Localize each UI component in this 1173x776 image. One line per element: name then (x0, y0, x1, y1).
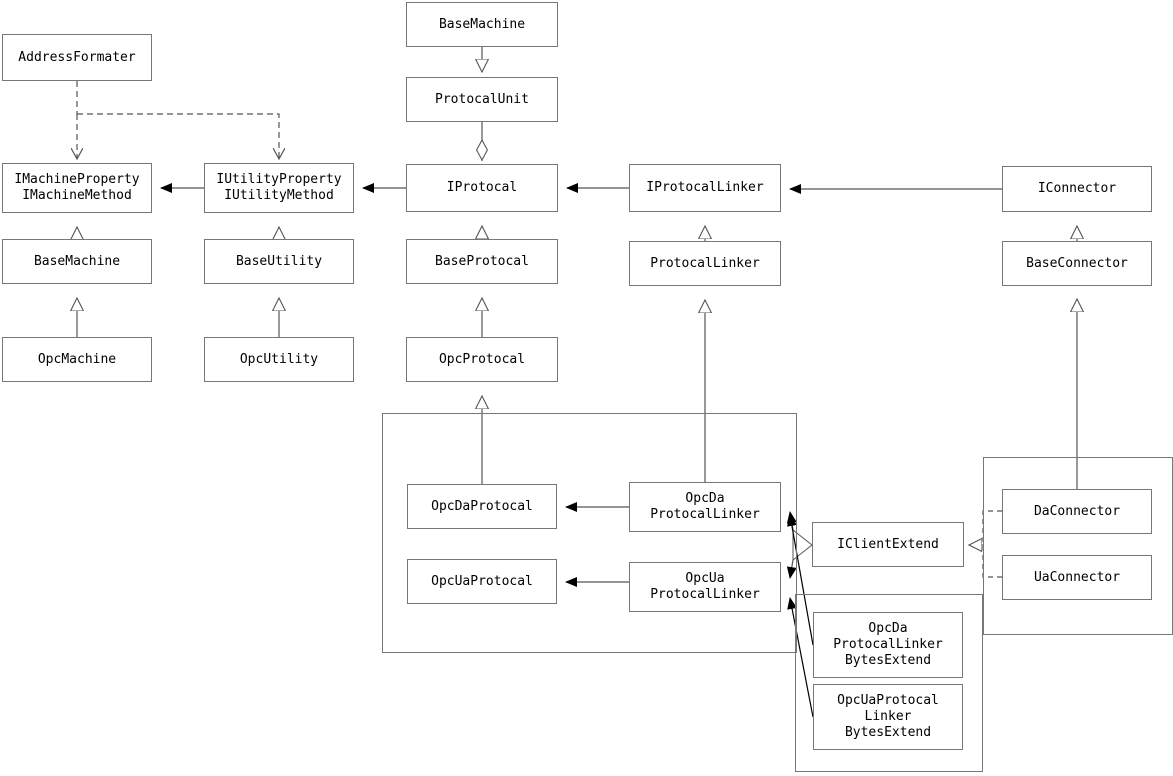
class-node-label: OpcDa ProtocalLinker (650, 491, 760, 522)
class-node-label: OpcUa ProtocalLinker (650, 571, 760, 602)
class-node-label: AddressFormater (18, 49, 136, 65)
class-node-label: BaseUtility (235, 253, 323, 269)
class-node-AddressFormater[interactable]: AddressFormater (2, 34, 152, 81)
class-node-label: BaseConnector (1026, 255, 1128, 271)
class-node-label: OpcUaProtocal (431, 573, 533, 589)
class-node-BaseMachineLeft[interactable]: BaseMachine (2, 239, 152, 284)
class-node-label: BaseMachine (33, 253, 121, 269)
class-node-OpcDaProtocal[interactable]: OpcDaProtocal (407, 484, 557, 529)
class-node-OpcMachine[interactable]: OpcMachine (2, 337, 152, 382)
class-node-IMachineProperty[interactable]: IMachineProperty IMachineMethod (2, 163, 152, 213)
class-node-OpcDaProtocalLinker[interactable]: OpcDa ProtocalLinker (629, 482, 781, 532)
class-node-UaConnector[interactable]: UaConnector (1002, 555, 1152, 600)
class-node-BaseConnector[interactable]: BaseConnector (1002, 241, 1152, 286)
connector-group-container (983, 457, 1173, 635)
class-node-label: OpcProtocal (438, 351, 526, 367)
class-node-label: BaseMachine (438, 16, 526, 32)
class-node-label: IProtocal (446, 180, 518, 195)
class-node-OpcUaProtocalLinker[interactable]: OpcUa ProtocalLinker (629, 562, 781, 612)
class-node-ProtocalUnit[interactable]: ProtocalUnit (406, 77, 558, 122)
class-node-IProtocalLinker[interactable]: IProtocalLinker (629, 164, 781, 212)
class-node-OpcUaProtocalLinkerBytes[interactable]: OpcUaProtocal Linker BytesExtend (813, 684, 963, 750)
class-node-label: DaConnector (1033, 503, 1121, 519)
class-node-label: OpcMachine (37, 351, 117, 367)
class-node-label: IClientExtend (837, 536, 939, 552)
class-node-label: UaConnector (1033, 569, 1121, 585)
rel-iclientextend-opcualinker (786, 559, 797, 579)
rel-addressformater-iutilityproperty (77, 113, 279, 158)
class-node-label: BaseProtocal (435, 253, 529, 269)
class-node-ProtocalLinker[interactable]: ProtocalLinker (629, 241, 781, 286)
class-node-BaseProtocal[interactable]: BaseProtocal (406, 239, 558, 284)
class-node-label: OpcUtility (239, 351, 319, 367)
class-node-IClientExtend[interactable]: IClientExtend (812, 522, 964, 567)
class-node-label: OpcUaProtocal Linker BytesExtend (837, 693, 939, 740)
class-node-label: IUtilityProperty IUtilityMethod (216, 172, 342, 203)
class-node-label: ProtocalUnit (435, 91, 529, 107)
class-node-label: OpcDa ProtocalLinker BytesExtend (833, 621, 943, 668)
class-node-IProtocal[interactable]: IProtocal (406, 164, 558, 212)
class-node-OpcUtility[interactable]: OpcUtility (204, 337, 354, 382)
rel-opcdabytes-opcdalinker (786, 514, 814, 646)
iclientextend-branch (792, 528, 813, 562)
class-node-BaseUtility[interactable]: BaseUtility (204, 239, 354, 284)
protocal-group-container (382, 413, 797, 653)
class-node-label: OpcDaProtocal (431, 498, 533, 514)
class-node-IUtilityProperty[interactable]: IUtilityProperty IUtilityMethod (204, 163, 354, 213)
class-node-OpcProtocal[interactable]: OpcProtocal (406, 337, 558, 382)
class-node-label: IConnector (1037, 181, 1117, 196)
class-node-BaseMachineTop[interactable]: BaseMachine (406, 2, 558, 47)
class-node-OpcUaProtocal[interactable]: OpcUaProtocal (407, 559, 557, 604)
class-node-DaConnector[interactable]: DaConnector (1002, 489, 1152, 534)
class-node-OpcDaProtocalLinkerBytes[interactable]: OpcDa ProtocalLinker BytesExtend (813, 612, 963, 678)
extend-group-container (795, 594, 983, 772)
rel-opcuabytes-opcualinker (787, 597, 814, 718)
class-node-IConnector[interactable]: IConnector (1002, 166, 1152, 212)
class-node-label: ProtocalLinker (650, 255, 760, 271)
class-node-label: IProtocalLinker (646, 180, 764, 195)
class-node-label: IMachineProperty IMachineMethod (14, 172, 140, 203)
